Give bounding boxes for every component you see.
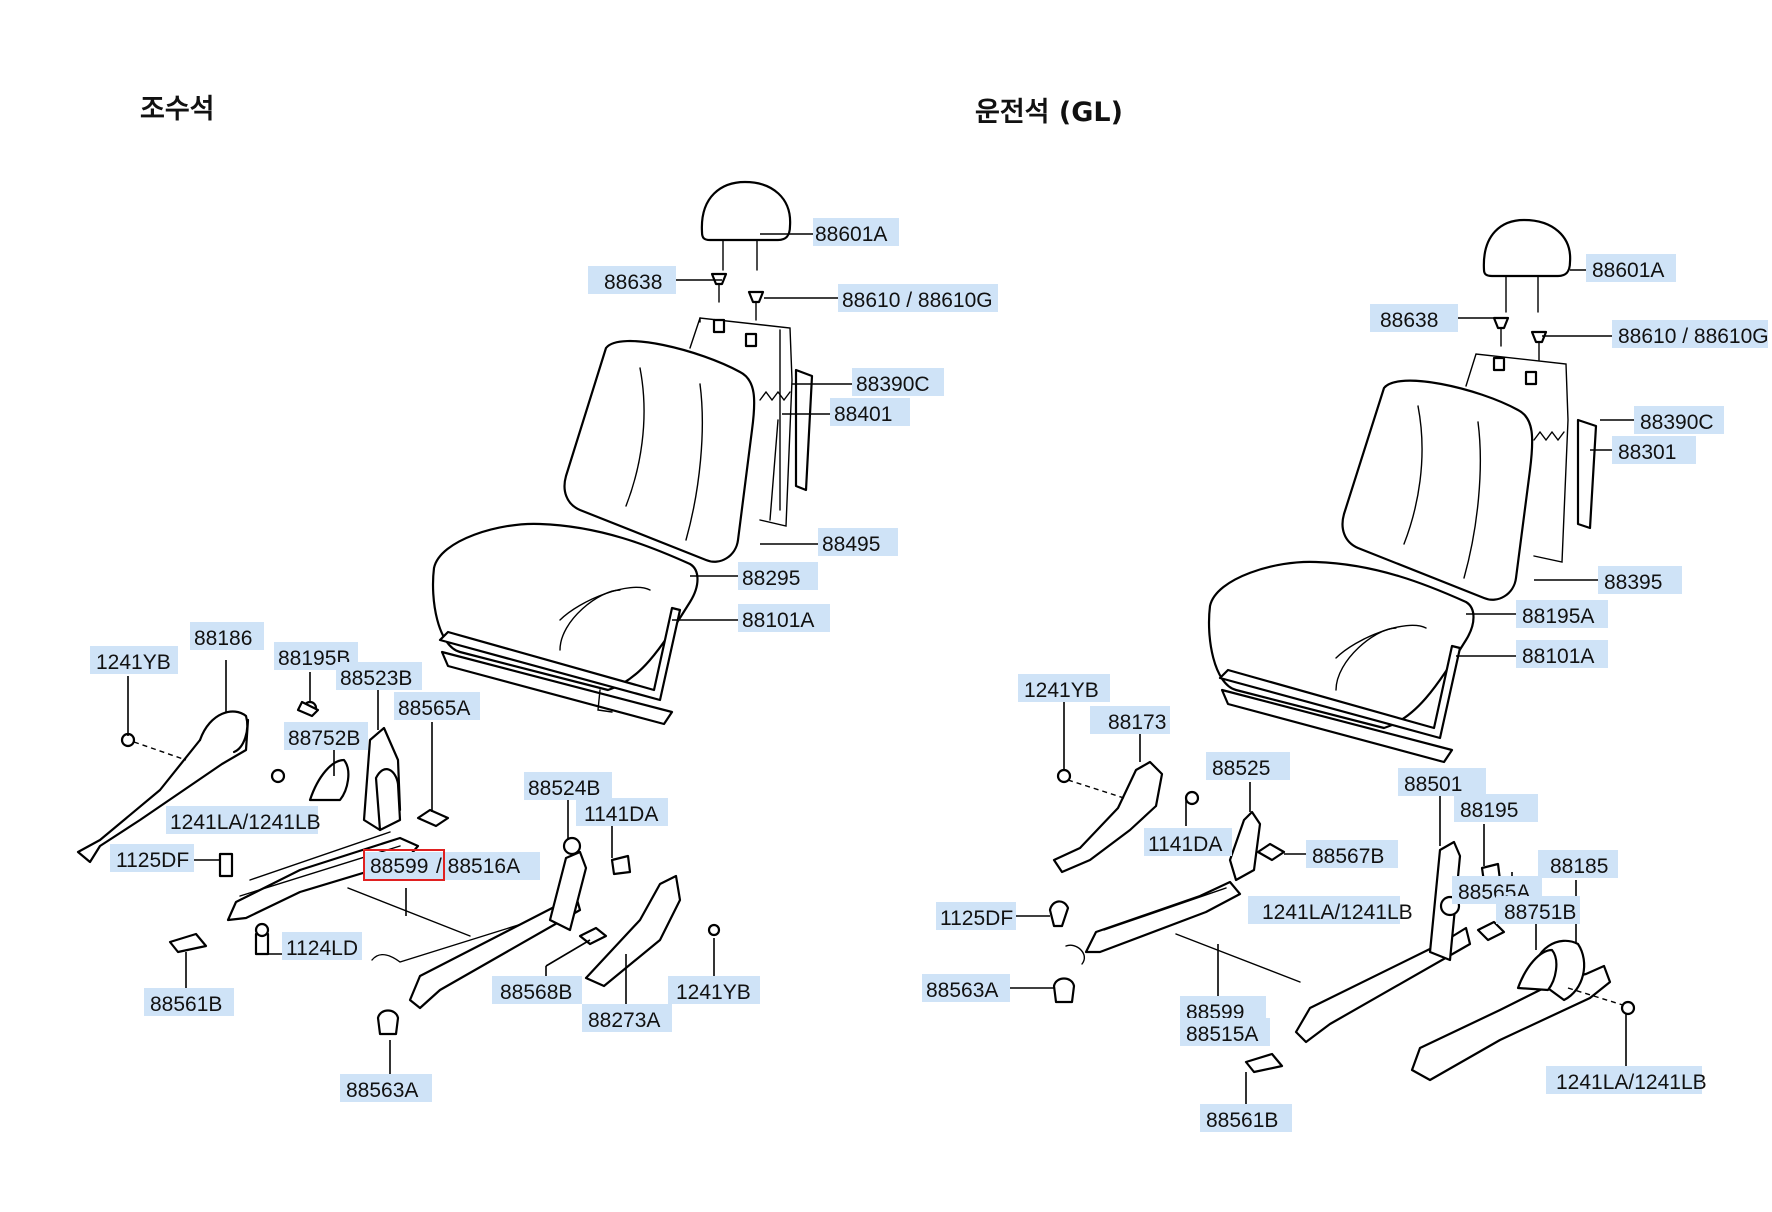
highlight-88599-passenger: [363, 849, 445, 881]
label-88495-passenger: 88495: [822, 533, 880, 556]
label-88515A-driver: 88515A: [1186, 1023, 1258, 1046]
label-88567B-driver: 88567B: [1312, 845, 1384, 868]
label-1241LA-driver-b: 1241LA/1241LB: [1556, 1071, 1707, 1094]
label-88395-driver: 88395: [1604, 571, 1662, 594]
label-88195A-driver: 88195A: [1522, 605, 1594, 628]
label-88524B-passenger: 88524B: [528, 777, 600, 800]
label-88523B-passenger: 88523B: [340, 667, 412, 690]
label-88638-passenger: 88638: [604, 271, 662, 294]
label-88516A-passenger: / 88516A: [436, 855, 520, 878]
label-88751B-driver: 88751B: [1504, 901, 1576, 924]
label-88501-driver: 88501: [1404, 773, 1462, 796]
label-1124LD-passenger: 1124LD: [286, 937, 358, 960]
driver-seat-title: 운전석 (GL): [975, 97, 1123, 128]
label-88610-passenger: 88610 / 88610G: [842, 289, 993, 312]
driver-seat-drawing: [1048, 218, 1636, 1082]
label-88525-driver: 88525: [1212, 757, 1270, 780]
label-88565A-passenger: 88565A: [398, 697, 470, 720]
label-1125DF-driver: 1125DF: [940, 907, 1013, 930]
label-1241YB-passenger-b: 1241YB: [676, 981, 751, 1004]
label-88195B-passenger: 88195B: [278, 647, 350, 670]
label-1241LA-passenger: 1241LA/1241LB: [170, 811, 321, 834]
label-88563A-passenger: 88563A: [346, 1079, 418, 1102]
label-88610-driver: 88610 / 88610G: [1618, 325, 1769, 348]
label-88295-passenger: 88295: [742, 567, 800, 590]
label-88301-driver: 88301: [1618, 441, 1676, 464]
label-88599-passenger: 88599: [370, 855, 428, 878]
label-88173-driver: 88173: [1108, 711, 1166, 734]
label-88390C-driver: 88390C: [1640, 411, 1714, 434]
label-88752B-passenger: 88752B: [288, 727, 360, 750]
label-88186-passenger: 88186: [194, 627, 252, 650]
label-1125DF-passenger: 1125DF: [116, 849, 189, 872]
passenger-seat-drawing: [76, 180, 814, 1036]
label-88185-driver: 88185: [1550, 855, 1608, 878]
label-1241LA-driver-a: 1241LA/1241LB: [1262, 901, 1413, 924]
passenger-leader-lines: [127, 233, 855, 1080]
label-88101A-passenger: 88101A: [742, 609, 814, 632]
label-88601A-passenger: 88601A: [815, 223, 887, 246]
label-1241YB-driver: 1241YB: [1024, 679, 1099, 702]
passenger-seat-title: 조수석: [140, 94, 215, 125]
label-1141DA-driver: 1141DA: [1148, 833, 1222, 856]
part-number-labels: 88601A 88638 88610 / 88610G 88390C 88401…: [90, 218, 1769, 1132]
label-88601A-driver: 88601A: [1592, 259, 1664, 282]
label-88561B-driver: 88561B: [1206, 1109, 1278, 1132]
label-88195-driver: 88195: [1460, 799, 1518, 822]
label-88273A-passenger: 88273A: [588, 1009, 660, 1032]
label-88638-driver: 88638: [1380, 309, 1438, 332]
label-88568B-passenger: 88568B: [500, 981, 572, 1004]
label-1141DA-passenger: 1141DA: [584, 803, 658, 826]
label-1241YB-passenger-a: 1241YB: [96, 651, 171, 674]
label-88101A-driver: 88101A: [1522, 645, 1594, 668]
label-88390C-passenger: 88390C: [856, 373, 930, 396]
label-88563A-driver: 88563A: [926, 979, 998, 1002]
label-88561B-passenger: 88561B: [150, 993, 222, 1016]
label-88401-passenger: 88401: [834, 403, 892, 426]
